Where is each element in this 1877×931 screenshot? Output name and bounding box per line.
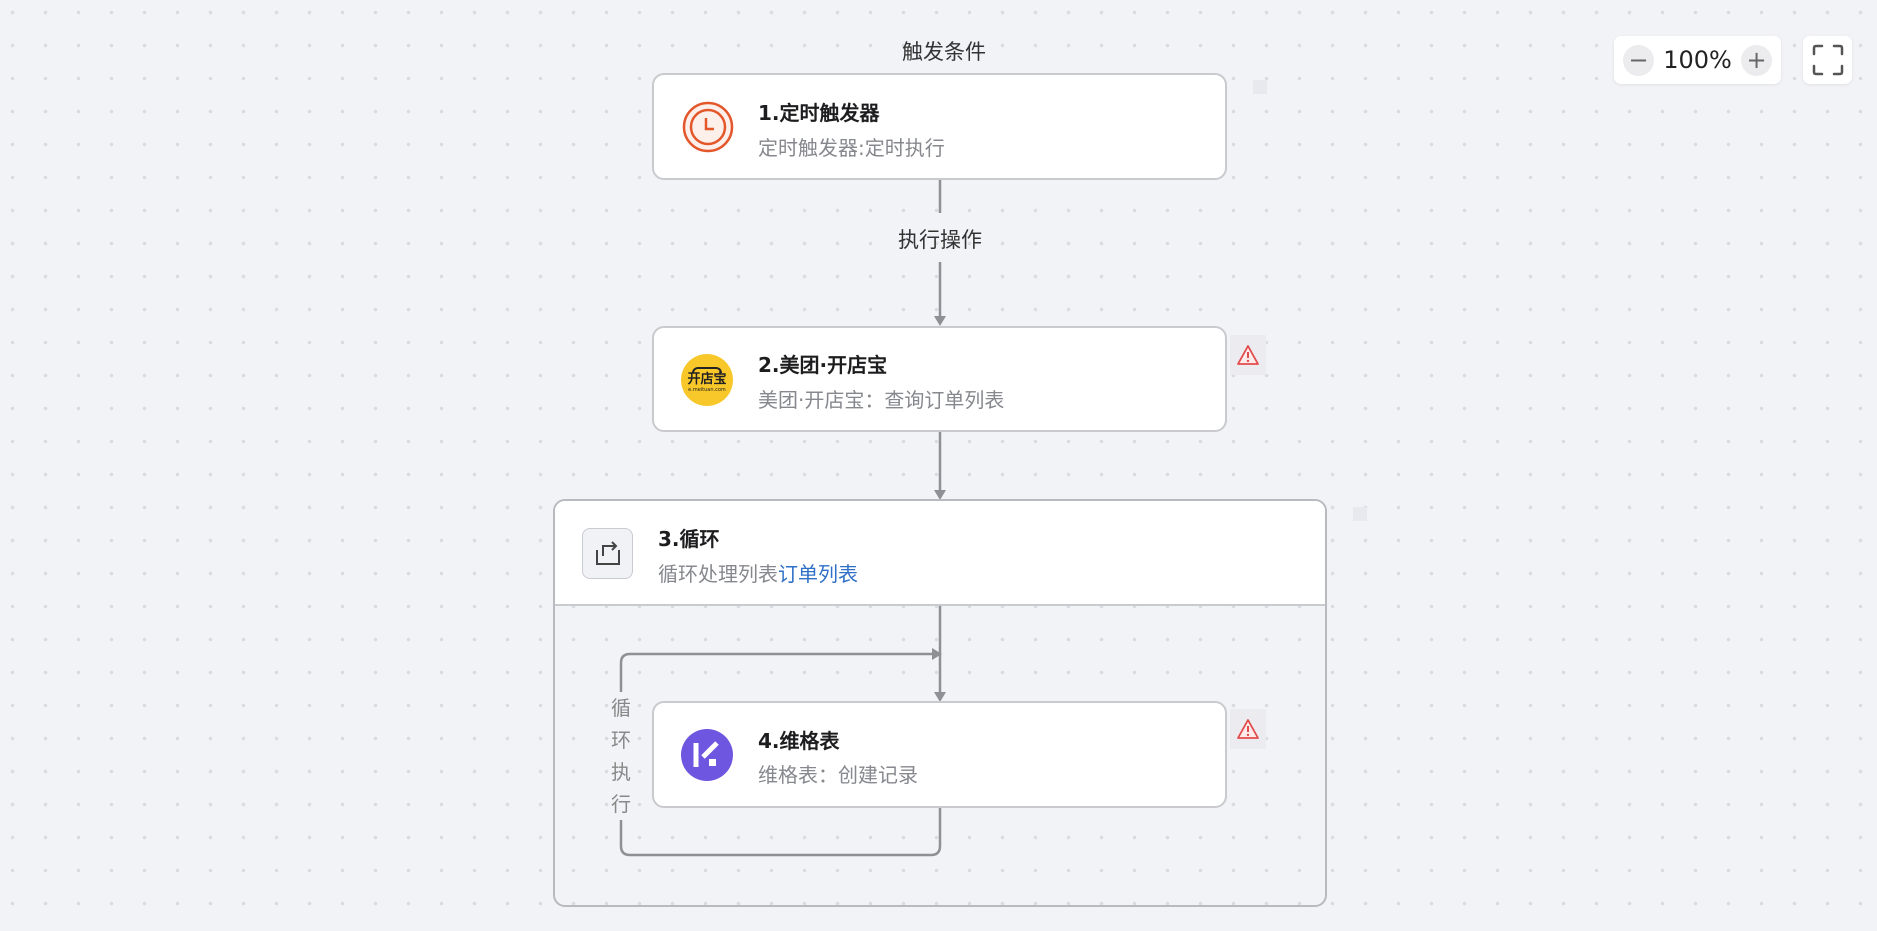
action-label: 执行操作 — [898, 228, 982, 252]
node-handle — [1253, 80, 1267, 94]
node-subtitle: 美团·开店宝：查询订单列表 — [758, 388, 1005, 412]
loop-list-link[interactable]: 订单列表 — [778, 562, 858, 586]
zoom-in-button[interactable]: + — [1741, 44, 1772, 76]
zoom-out-button[interactable]: − — [1623, 44, 1654, 76]
zoom-level: 100% — [1663, 46, 1732, 74]
fullscreen-icon — [1812, 44, 1843, 76]
node-timer-trigger[interactable]: 1.定时触发器 定时触发器:定时执行 — [652, 73, 1227, 180]
fullscreen-button[interactable] — [1803, 36, 1852, 84]
loop-container: 3.循环 循环处理列表订单列表 — [553, 499, 1327, 907]
node-handle — [1353, 507, 1367, 521]
node-subtitle: 维格表：创建记录 — [758, 763, 918, 787]
loop-label: 循环执行 — [609, 692, 633, 820]
node-loop[interactable]: 3.循环 循环处理列表订单列表 — [555, 501, 1325, 606]
vika-logo — [681, 729, 733, 781]
warning-icon[interactable] — [1230, 335, 1266, 375]
warning-icon[interactable] — [1230, 709, 1266, 749]
node-vika[interactable]: 4.维格表 维格表：创建记录 — [652, 701, 1227, 808]
loop-icon — [582, 528, 633, 579]
kaidianbao-logo: 开店宝 e.meituan.com — [681, 354, 733, 406]
node-title: 3.循环 — [658, 527, 720, 551]
zoom-control: − 100% + — [1614, 36, 1781, 84]
node-subtitle: 循环处理列表订单列表 — [658, 562, 858, 586]
clock-icon — [682, 101, 734, 153]
node-title: 1.定时触发器 — [758, 101, 880, 125]
trigger-label: 触发条件 — [902, 40, 986, 64]
node-title: 2.美团·开店宝 — [758, 353, 888, 377]
node-meituan-kaidianbao[interactable]: 开店宝 e.meituan.com 2.美团·开店宝 美团·开店宝：查询订单列表 — [652, 326, 1227, 432]
node-title: 4.维格表 — [758, 729, 840, 753]
node-subtitle: 定时触发器:定时执行 — [758, 136, 945, 160]
